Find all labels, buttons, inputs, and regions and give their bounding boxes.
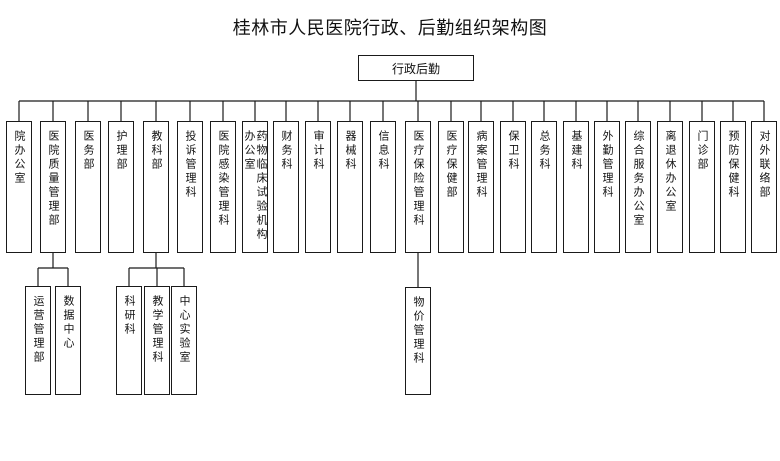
sub-department-node-label: 科研科 [123,295,136,337]
department-node: 医院感染管理科 [210,121,236,253]
department-node: 基建科 [563,121,589,253]
department-node-label: 保卫科 [507,130,520,172]
department-node-label: 药物临床试验机构办公室 [243,130,268,242]
department-node-label: 综合服务办公室 [632,130,645,228]
department-node-label: 医疗保险管理科 [412,130,425,228]
department-node: 信息科 [370,121,396,253]
department-node: 审计科 [305,121,331,253]
department-node-label: 审计科 [312,130,325,172]
sub-department-node: 物价管理科 [405,287,431,395]
department-node: 病案管理科 [468,121,494,253]
department-node-label: 信息科 [377,130,390,172]
department-node: 投诉管理科 [177,121,203,253]
department-node: 对外联络部 [751,121,777,253]
department-node: 教科部 [143,121,169,253]
department-node-label: 医院感染管理科 [217,130,230,228]
sub-department-node: 中心实验室 [171,286,197,395]
department-node-label: 预防保健科 [727,130,740,200]
department-node-label: 病案管理科 [475,130,488,200]
department-node: 医务部 [75,121,101,253]
department-node-label: 护理部 [115,130,128,172]
department-node-label: 门诊部 [696,130,709,172]
sub-department-node-label: 中心实验室 [178,295,191,365]
department-node: 离退休办公室 [657,121,683,253]
sub-department-node: 数据中心 [55,286,81,395]
department-node-label: 基建科 [570,130,583,172]
department-node-label: 教科部 [150,130,163,172]
department-node: 外勤管理科 [594,121,620,253]
department-node-label: 医务部 [82,130,95,172]
sub-department-node: 教学管理科 [144,286,170,395]
department-node: 药物临床试验机构办公室 [242,121,268,253]
department-node: 医疗保健部 [438,121,464,253]
sub-department-node: 科研科 [116,286,142,395]
department-node: 预防保健科 [720,121,746,253]
sub-department-node: 运营管理部 [25,286,51,395]
department-node-label: 器械科 [344,130,357,172]
department-node-label: 医院质量管理部 [47,130,60,228]
department-node: 综合服务办公室 [625,121,651,253]
department-node: 护理部 [108,121,134,253]
department-node: 医疗保险管理科 [405,121,431,253]
department-node: 门诊部 [689,121,715,253]
sub-department-node-label: 物价管理科 [412,296,425,366]
sub-department-node-label: 教学管理科 [151,295,164,365]
department-node: 保卫科 [500,121,526,253]
department-node-label: 总务科 [538,130,551,172]
root-node-label: 行政后勤 [391,61,440,76]
department-node: 院办公室 [6,121,32,253]
root-node-admin-logistics: 行政后勤 [358,55,474,81]
department-node-label: 对外联络部 [758,130,771,200]
department-node: 财务科 [273,121,299,253]
sub-department-node-label: 数据中心 [62,295,75,351]
department-node-label: 财务科 [280,130,293,172]
department-node-label: 院办公室 [13,130,26,186]
sub-department-node-label: 运营管理部 [32,295,45,365]
department-node-label: 外勤管理科 [601,130,614,200]
department-node-label: 离退休办公室 [664,130,677,214]
department-node-label: 投诉管理科 [184,130,197,200]
department-node-label: 医疗保健部 [445,130,458,200]
department-node: 器械科 [337,121,363,253]
department-node: 医院质量管理部 [40,121,66,253]
chart-title: 桂林市人民医院行政、后勤组织架构图 [232,18,548,39]
department-node: 总务科 [531,121,557,253]
